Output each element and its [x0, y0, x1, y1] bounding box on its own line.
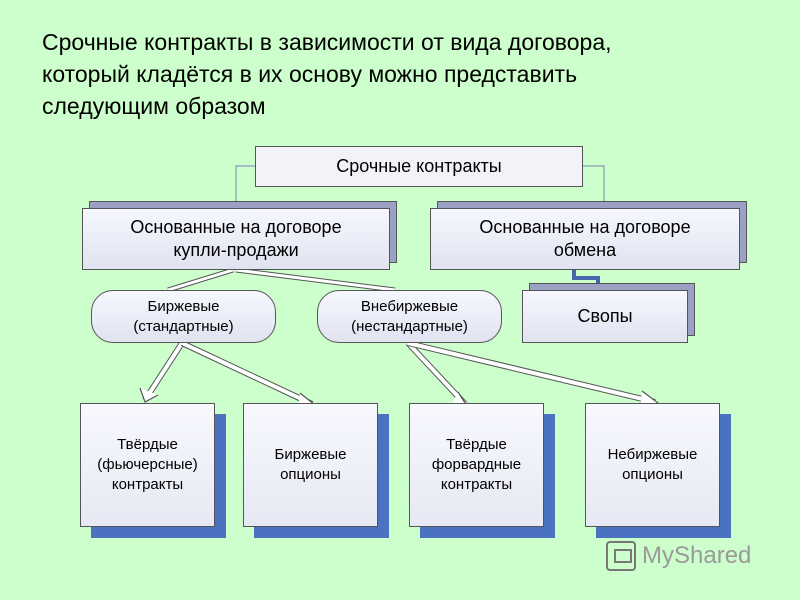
title-line-2: который кладётся в их основу можно предс…	[42, 61, 578, 87]
watermark: MyShared	[606, 538, 751, 574]
arrow-otc-to-otc-options	[407, 340, 660, 410]
watermark-text: MyShared	[642, 542, 752, 569]
root-connector-left	[235, 165, 255, 208]
card-exchange-options-line-1: Биржевые	[274, 446, 347, 463]
node-swaps-label: Свопы	[577, 306, 633, 326]
arrow-exchange-to-options	[180, 340, 317, 409]
title-line-1: Срочные контракты в зависимости от вида …	[42, 29, 612, 55]
card-futures-line-2: (фьючерсные)	[97, 456, 198, 473]
card-forward-contracts: Твёрдые форвардные контракты	[409, 403, 544, 527]
arrow-buy-to-otc	[235, 267, 396, 293]
node-buy-sell-line-1: Основанные на договоре	[130, 217, 342, 237]
node-exchange-line-1: Основанные на договоре	[479, 217, 691, 237]
node-otc-line-1: Внебиржевые	[360, 297, 459, 315]
root-node-label: Срочные контракты	[336, 156, 502, 176]
card-forward-line-2: форвардные	[431, 456, 522, 473]
node-otc: Внебиржевые (нестандартные)	[317, 290, 502, 343]
card-exchange-options-line-2: опционы	[280, 466, 341, 483]
node-exchange-traded-line-1: Биржевые	[147, 297, 220, 315]
presentation-icon	[606, 541, 636, 571]
card-otc-options-line-2: опционы	[622, 466, 683, 483]
node-exchange-based: Основанные на договоре обмена	[430, 208, 740, 270]
arrow-buy-to-exchange	[167, 267, 234, 293]
card-futures-contracts: Твёрдые (фьючерсные) контракты	[80, 403, 215, 527]
card-futures-line-1: Твёрдые	[117, 436, 178, 453]
card-forward-line-1: Твёрдые	[446, 436, 507, 453]
card-otc-options-line-1: Небиржевые	[607, 446, 698, 463]
node-swaps: Свопы	[522, 290, 688, 343]
node-otc-line-2: (нестандартные)	[351, 317, 468, 335]
arrow-otc-to-forwards	[405, 340, 469, 407]
card-futures-line-3: контракты	[111, 476, 184, 493]
root-connector-right	[583, 165, 605, 208]
arrow-exchange-to-futures	[139, 341, 185, 403]
swap-connector	[572, 266, 600, 292]
node-exchange-traded: Биржевые (стандартные)	[91, 290, 276, 343]
title-line-3: следующим образом	[42, 93, 266, 119]
page-title: Срочные контракты в зависимости от вида …	[42, 26, 762, 122]
node-buy-sell-line-2: купли-продажи	[173, 240, 299, 260]
card-otc-options: Небиржевые опционы	[585, 403, 720, 527]
card-exchange-options: Биржевые опционы	[243, 403, 378, 527]
card-forward-line-3: контракты	[440, 476, 513, 493]
node-buy-sell-based: Основанные на договоре купли-продажи	[82, 208, 390, 270]
root-node-futures-contracts: Срочные контракты	[255, 146, 583, 187]
node-exchange-line-2: обмена	[553, 240, 617, 260]
node-exchange-traded-line-2: (стандартные)	[133, 317, 234, 335]
